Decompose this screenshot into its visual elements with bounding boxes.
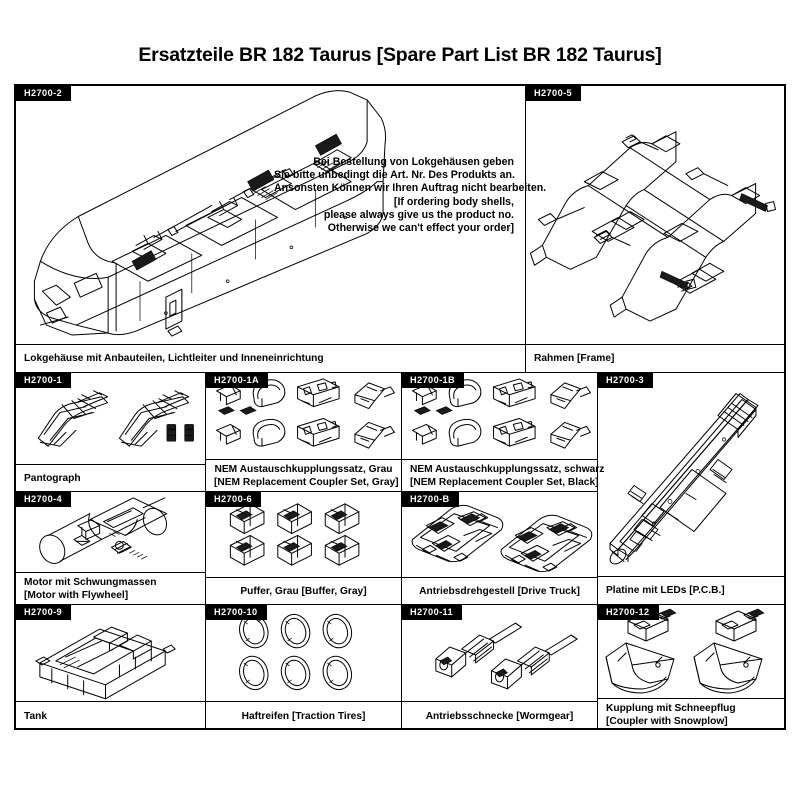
part-caption: NEM Austauschkupplungssatz, Grau [NEM Re… xyxy=(206,459,401,491)
caption-line: [NEM Replacement Coupler Set, Black] xyxy=(410,476,599,488)
part-illustration-motor-flywheel xyxy=(16,492,205,572)
caption-line: Antriebsschnecke [Wormgear] xyxy=(425,710,574,722)
part-panel-h2700-4[interactable]: H2700-4 xyxy=(16,492,206,605)
part-panel-h2700-2[interactable]: H2700-2 xyxy=(16,86,526,373)
part-caption: Rahmen [Frame] xyxy=(526,344,784,372)
caption-line: NEM Austauschkupplungssatz, Grau xyxy=(214,463,393,475)
part-tag: H2700-1 xyxy=(16,373,72,388)
part-illustration-pantograph xyxy=(16,373,205,464)
part-panel-h2700-1[interactable]: H2700-1 xyxy=(16,373,206,492)
part-illustration-locomotive-body-shell xyxy=(16,86,525,344)
part-tag: H2700-12 xyxy=(598,605,659,620)
caption-line: Lokgehäuse mit Anbauteilen, Lichtleiter … xyxy=(24,353,324,364)
caption-line: Rahmen [Frame] xyxy=(534,353,615,364)
order-notice-line: Sie bitte unbedingt die Art. Nr. Des Pro… xyxy=(274,169,515,182)
caption-line: Kupplung mit Schneepflug xyxy=(606,702,736,714)
part-caption: Tank xyxy=(16,701,205,730)
caption-line: Platine mit LEDs [P.C.B.] xyxy=(606,585,725,596)
part-panel-h2700-5[interactable]: H2700-5 xyxy=(526,86,784,373)
order-notice-line: please always give us the product no. xyxy=(323,208,514,221)
order-notice: Bei Bestellung von Lokgehäusen geben Sie… xyxy=(274,156,547,235)
part-tag: H2700-B xyxy=(402,492,459,507)
order-notice-line: [If ordering body shells, xyxy=(393,195,514,208)
part-panel-h2700-9[interactable]: H2700-9 xyxy=(16,605,206,730)
part-tag: H2700-3 xyxy=(598,373,654,388)
part-panel-h2700-b[interactable]: H2700-B xyxy=(402,492,598,605)
part-panel-h2700-6[interactable]: H2700-6 xyxy=(206,492,402,605)
caption-line: Tank xyxy=(24,710,48,722)
page-title: Ersatzteile BR 182 Taurus [Spare Part Li… xyxy=(138,44,662,66)
order-notice-line: Otherwise we can't effect your order] xyxy=(327,222,514,235)
part-illustration-coupler-set-black xyxy=(402,373,597,459)
part-illustration-buffers xyxy=(206,492,401,577)
part-caption: Puffer, Grau [Buffer, Gray] xyxy=(206,577,401,604)
part-illustration-circuit-board xyxy=(598,373,784,576)
caption-line: Puffer, Grau [Buffer, Gray] xyxy=(240,585,367,597)
part-caption: Pantograph xyxy=(16,464,205,491)
part-panel-h2700-12[interactable]: H2700-12 xyxy=(598,605,784,730)
caption-line: Haftreifen [Traction Tires] xyxy=(241,710,366,722)
part-illustration-wormgear xyxy=(402,605,597,701)
caption-line: NEM Austauschkupplungssatz, schwarz xyxy=(410,463,605,475)
part-illustration-tank xyxy=(16,605,205,701)
parts-grid: H2700-2 xyxy=(14,84,786,730)
part-tag: H2700-2 xyxy=(16,86,72,101)
part-tag: H2700-1A xyxy=(206,373,269,388)
part-tag: H2700-5 xyxy=(526,86,582,101)
part-illustration-coupler-snowplow xyxy=(598,605,784,698)
part-panel-h2700-1b[interactable]: H2700-1B xyxy=(402,373,605,492)
caption-line: [NEM Replacement Coupler Set, Gray] xyxy=(214,476,399,488)
part-panel-h2700-3[interactable]: H2700-3 xyxy=(598,373,784,605)
part-caption: Antriebsschnecke [Wormgear] xyxy=(402,701,597,730)
part-panel-h2700-1a[interactable]: H2700-1A xyxy=(206,373,402,492)
part-caption: Motor mit Schwungmassen [Motor with Flyw… xyxy=(16,572,205,604)
part-tag: H2700-4 xyxy=(16,492,72,507)
part-tag: H2700-10 xyxy=(206,605,267,620)
part-tag: H2700-9 xyxy=(16,605,72,620)
part-tag: H2700-1B xyxy=(402,373,465,388)
part-tag: H2700-6 xyxy=(206,492,262,507)
part-illustration-drive-truck xyxy=(402,492,597,577)
caption-line: Antriebsdrehgestell [Drive Truck] xyxy=(419,585,580,597)
caption-line: [Motor with Flywheel] xyxy=(24,589,129,601)
part-caption: Haftreifen [Traction Tires] xyxy=(206,701,401,730)
part-illustration-chassis-frame xyxy=(526,86,784,344)
caption-line: Motor mit Schwungmassen xyxy=(24,576,157,588)
part-panel-h2700-11[interactable]: H2700-11 xyxy=(402,605,598,730)
order-notice-line: Bei Bestellung von Lokgehäusen geben xyxy=(313,156,514,168)
part-panel-h2700-10[interactable]: H2700-10 xyxy=(206,605,402,730)
part-caption: NEM Austauschkupplungssatz, schwarz [NEM… xyxy=(402,459,605,491)
part-caption: Antriebsdrehgestell [Drive Truck] xyxy=(402,577,597,604)
order-notice-line: Ansonsten Können wir Ihren Auftrag nicht… xyxy=(274,182,547,195)
part-caption: Lokgehäuse mit Anbauteilen, Lichtleiter … xyxy=(16,344,525,372)
caption-line: Pantograph xyxy=(24,472,81,484)
caption-line: [Coupler with Snowplow] xyxy=(606,715,728,727)
part-caption: Kupplung mit Schneepflug [Coupler with S… xyxy=(598,698,784,730)
part-caption: Platine mit LEDs [P.C.B.] xyxy=(598,576,784,604)
part-tag: H2700-11 xyxy=(402,605,463,620)
